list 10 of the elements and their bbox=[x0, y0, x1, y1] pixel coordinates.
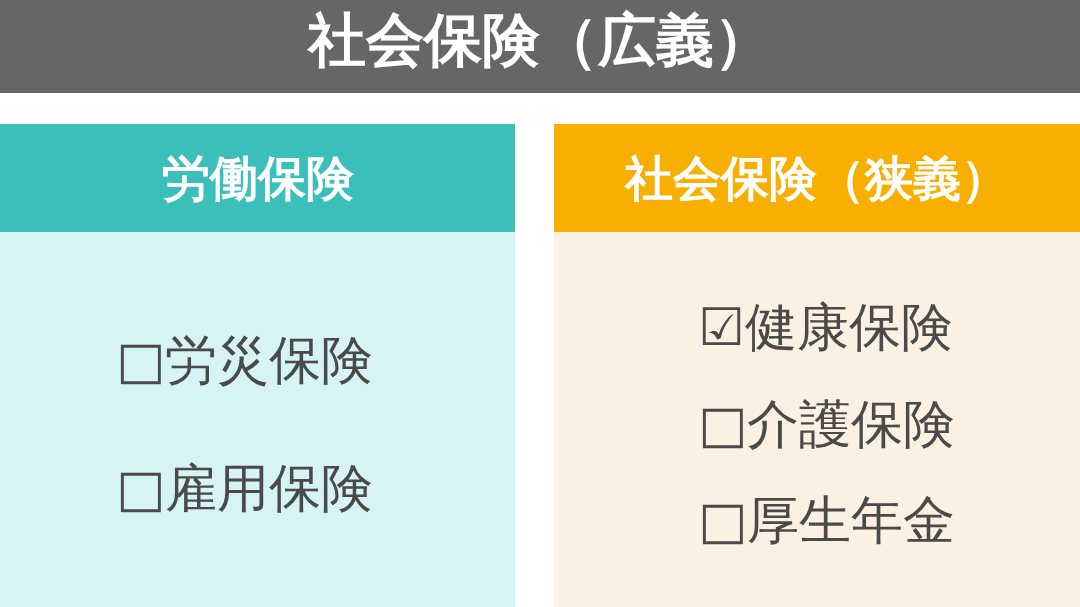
checklist-item: □厚生年金 bbox=[698, 490, 956, 550]
checklist-item: ☑健康保険 bbox=[698, 297, 953, 357]
column-header: 社会保険（狭義） bbox=[554, 124, 1080, 232]
column-header: 労働保険 bbox=[0, 124, 515, 232]
checklist-item: □雇用保険 bbox=[116, 458, 374, 518]
column-panel bbox=[554, 124, 1080, 607]
column-panel bbox=[0, 124, 515, 607]
checklist-item: □介護保険 bbox=[698, 394, 956, 454]
title-banner: 社会保険（広義） bbox=[0, 0, 1080, 93]
checklist-item: □労災保険 bbox=[116, 330, 374, 390]
